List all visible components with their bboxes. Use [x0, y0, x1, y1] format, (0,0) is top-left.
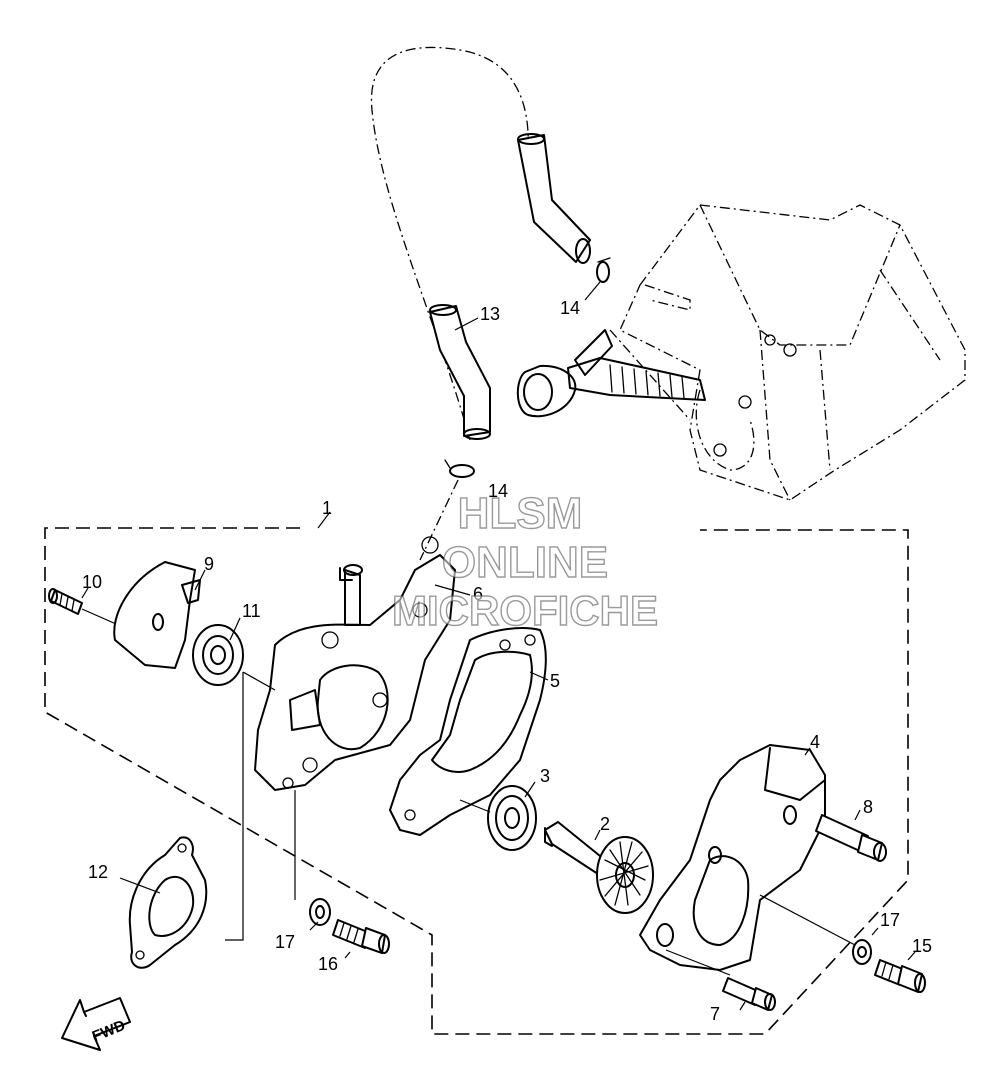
callout-16: 16 [318, 954, 338, 974]
pump-housing-6 [254, 536, 456, 791]
watermark-line-2: ONLINE [442, 538, 608, 587]
coolant-pipe [516, 329, 706, 418]
callout-10: 10 [82, 572, 102, 592]
hose-upper [517, 133, 591, 264]
hose-route-line-lower [419, 479, 459, 561]
callout-7: 7 [710, 1004, 720, 1024]
watermark-line-1: HLSM [458, 489, 583, 538]
callout-4: 4 [810, 732, 820, 752]
hose-route-line [370, 46, 529, 441]
gasket-5 [389, 627, 547, 836]
callout-9: 9 [204, 554, 214, 574]
callout-3: 3 [540, 766, 550, 786]
callout-13: 13 [480, 304, 500, 324]
engine-block-reference [609, 204, 966, 501]
bolt-16 [332, 919, 390, 954]
bearing-11 [192, 624, 244, 686]
gasket-12 [128, 836, 208, 969]
washer-17-left [309, 898, 331, 926]
callout-12: 12 [88, 862, 108, 882]
callout-8: 8 [863, 797, 873, 817]
oil-seal-3 [487, 785, 537, 851]
callout-14-lower: 14 [488, 481, 508, 501]
bolt-7 [722, 977, 776, 1011]
watermark-line-3: MICROFICHE [392, 587, 658, 634]
watermark: HLSM ONLINE MICROFICHE [391, 488, 658, 634]
callout-17-right: 17 [880, 910, 900, 930]
callout-1: 1 [322, 498, 332, 518]
callout-14-upper: 14 [560, 298, 580, 318]
callout-5: 5 [550, 671, 560, 691]
callout-11: 11 [242, 601, 261, 621]
washer-17-right [852, 939, 872, 965]
assembly-boundary [44, 527, 909, 1035]
hose-clip-lower [444, 459, 475, 478]
callout-2: 2 [600, 814, 610, 834]
forward-arrow-icon: FWD [61, 997, 131, 1051]
impeller-shaft-2 [544, 821, 654, 914]
pump-cover-4 [639, 744, 826, 971]
callout-15: 15 [912, 936, 932, 956]
callout-17-left: 17 [275, 932, 295, 952]
bolt-8 [815, 814, 887, 862]
hose-clip-upper [596, 257, 611, 283]
hose-lower [429, 304, 491, 440]
bolt-10 [48, 588, 83, 615]
cover-plate-9 [113, 561, 201, 669]
callout-6: 6 [473, 584, 483, 604]
bolt-15 [874, 959, 926, 993]
